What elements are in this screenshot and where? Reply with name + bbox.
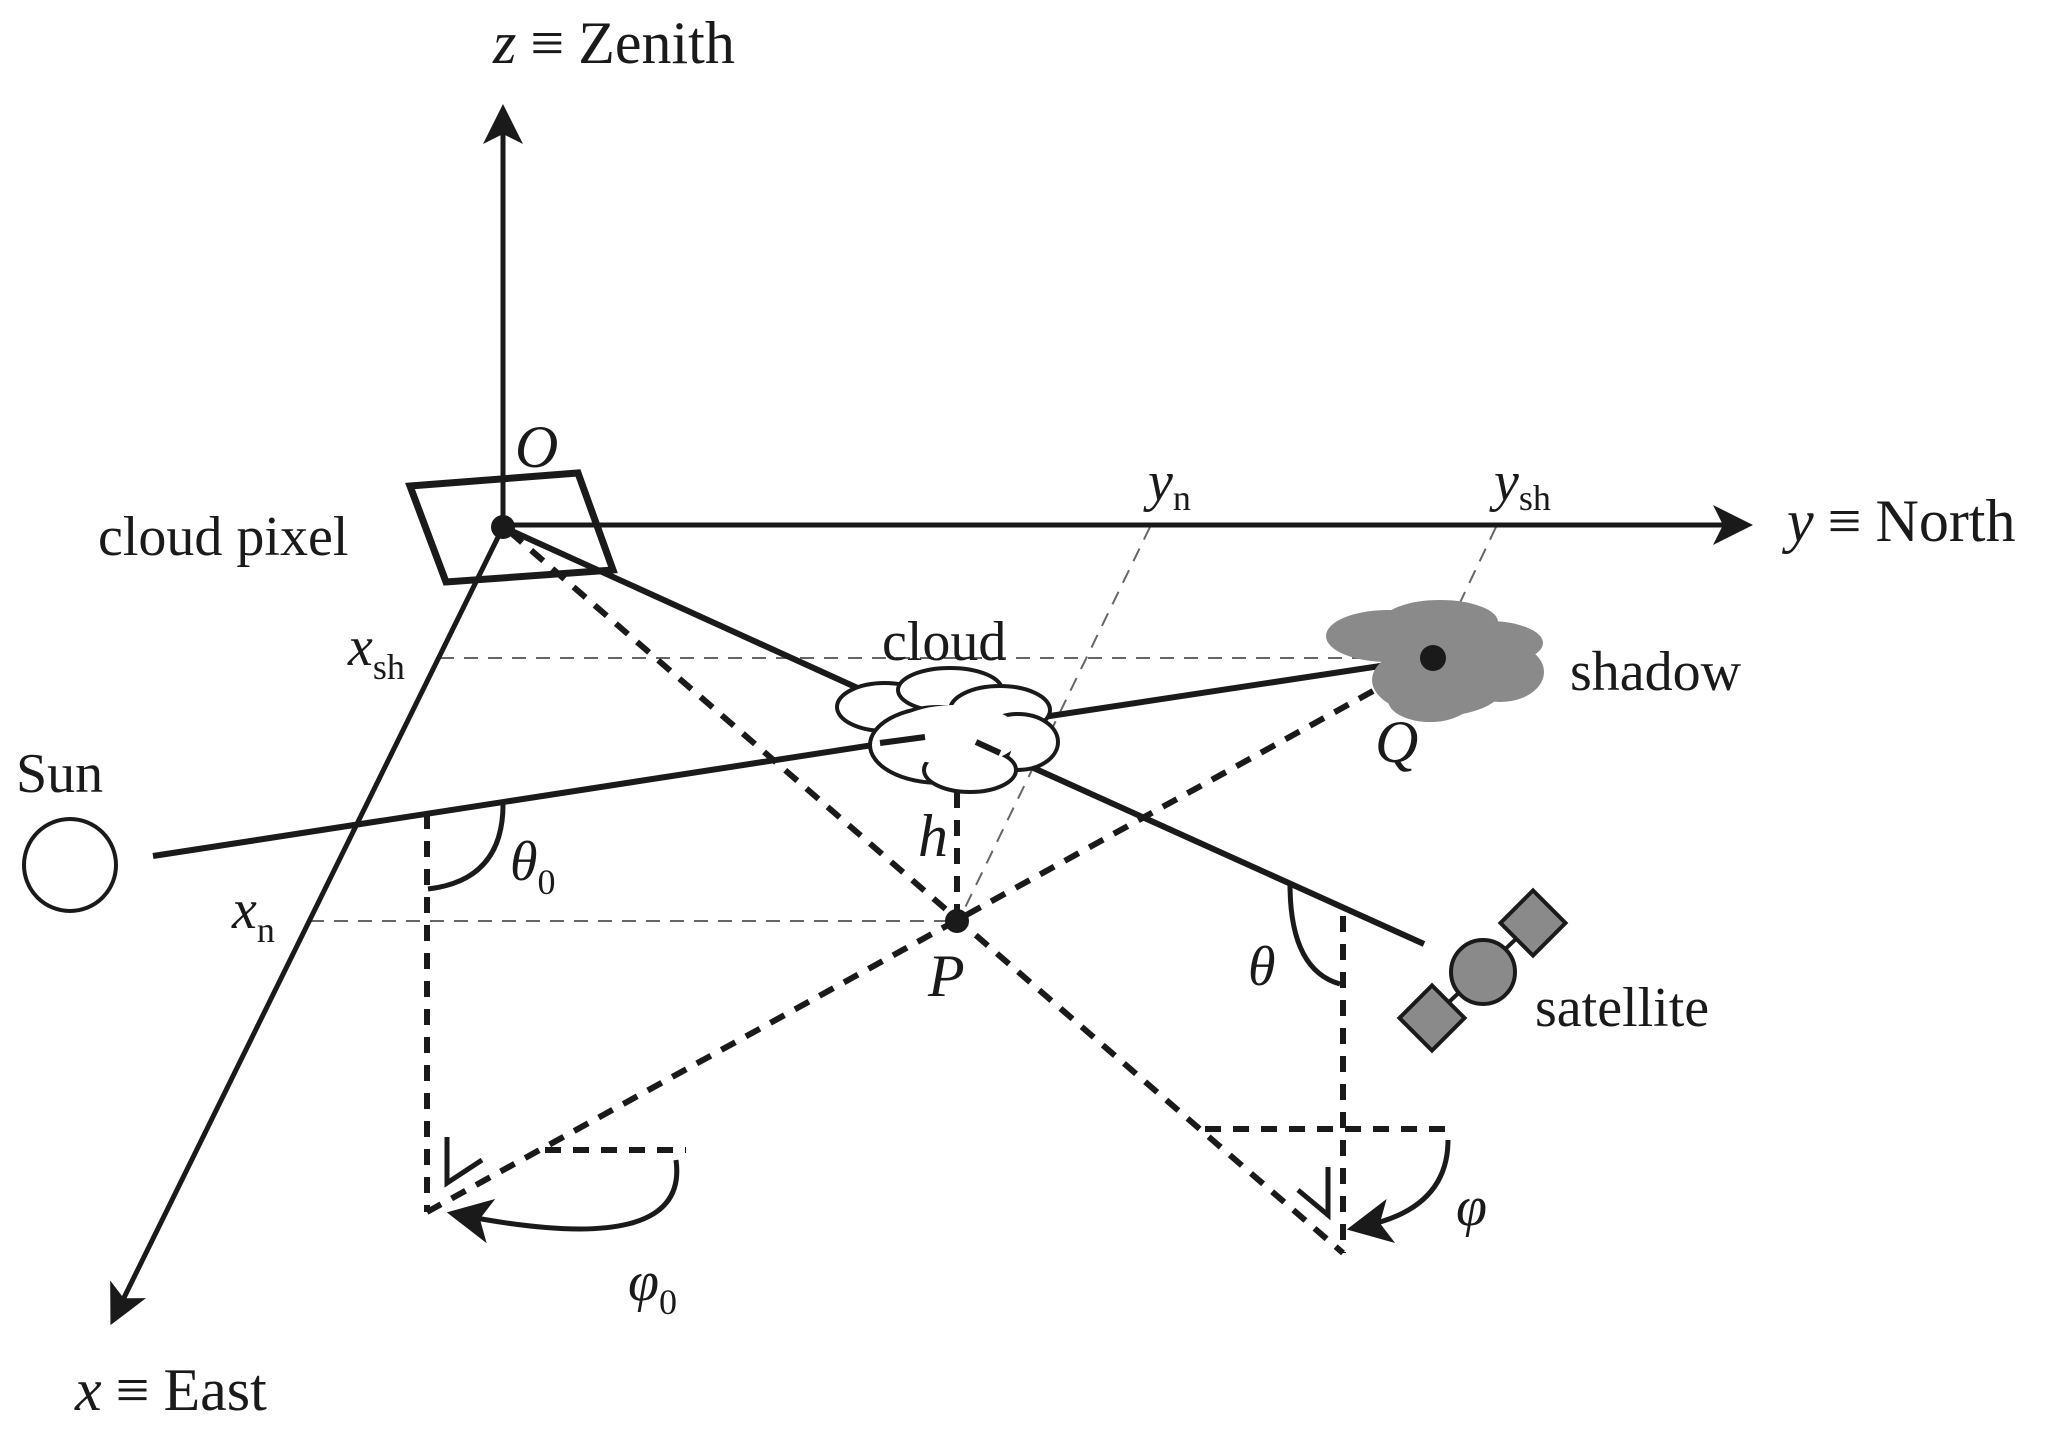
x-sh-tick-label: xsh bbox=[347, 616, 405, 687]
origin-to-p-projection bbox=[508, 529, 1345, 1256]
y-n-tick-label: yn bbox=[1143, 451, 1191, 518]
satellite-view-ray bbox=[974, 739, 1426, 947]
height-label: h bbox=[918, 803, 948, 869]
shadow-label: shadow bbox=[1570, 641, 1742, 703]
y-sh-tick-label: ysh bbox=[1489, 451, 1551, 518]
cloud-icon bbox=[835, 666, 1060, 794]
x-n-tick-label: xn bbox=[231, 879, 275, 950]
satellite-ray-inner bbox=[974, 739, 1002, 756]
point-p bbox=[945, 909, 969, 933]
view-azimuth-arc bbox=[1346, 1139, 1451, 1244]
cloud-to-origin-ray bbox=[501, 524, 864, 693]
shadow-cloud-icon bbox=[1326, 600, 1544, 722]
sun-ray bbox=[152, 734, 926, 859]
sun-ray-inner bbox=[879, 734, 926, 746]
x-axis bbox=[110, 525, 506, 1326]
origin-point bbox=[491, 515, 515, 539]
solar-zenith-label: θ0 bbox=[510, 831, 556, 902]
satellite-label: satellite bbox=[1535, 977, 1709, 1039]
satellite-body bbox=[1449, 938, 1517, 1006]
z-axis-label: z≡Zenith bbox=[492, 10, 735, 76]
point-q bbox=[1420, 645, 1446, 671]
y-n-guide-line bbox=[959, 526, 1151, 919]
cloud-pixel-parallelogram bbox=[405, 469, 618, 586]
cloud-pixel-label: cloud pixel bbox=[98, 506, 348, 568]
sun-icon bbox=[22, 817, 118, 913]
sun-right-angle-mark bbox=[444, 1137, 484, 1188]
satellite-icon bbox=[1396, 887, 1569, 1054]
point-p-label: P bbox=[927, 943, 965, 1009]
cloud-label: cloud bbox=[882, 611, 1006, 673]
x-axis-label: x≡East bbox=[74, 1357, 267, 1423]
origin-label: O bbox=[515, 414, 558, 480]
view-azimuth-label: φ bbox=[1456, 1176, 1487, 1238]
satellite-panel-upper bbox=[1497, 887, 1569, 959]
solar-azimuth-label: φ0 bbox=[628, 1251, 677, 1322]
solar-azimuth-arc bbox=[446, 1159, 680, 1244]
sun-label: Sun bbox=[16, 743, 103, 805]
satellite-panel-lower bbox=[1396, 982, 1468, 1054]
point-q-label: Q bbox=[1375, 709, 1418, 775]
y-axis-label: y≡North bbox=[1781, 488, 2015, 554]
view-zenith-arc bbox=[1287, 883, 1341, 987]
cloud-to-shadow-ray bbox=[1029, 655, 1434, 722]
view-zenith-label: θ bbox=[1248, 936, 1276, 998]
sun-azimuth-projection bbox=[425, 655, 1435, 1215]
satellite-right-angle-mark bbox=[1296, 1167, 1331, 1221]
solar-zenith-arc bbox=[427, 799, 506, 892]
